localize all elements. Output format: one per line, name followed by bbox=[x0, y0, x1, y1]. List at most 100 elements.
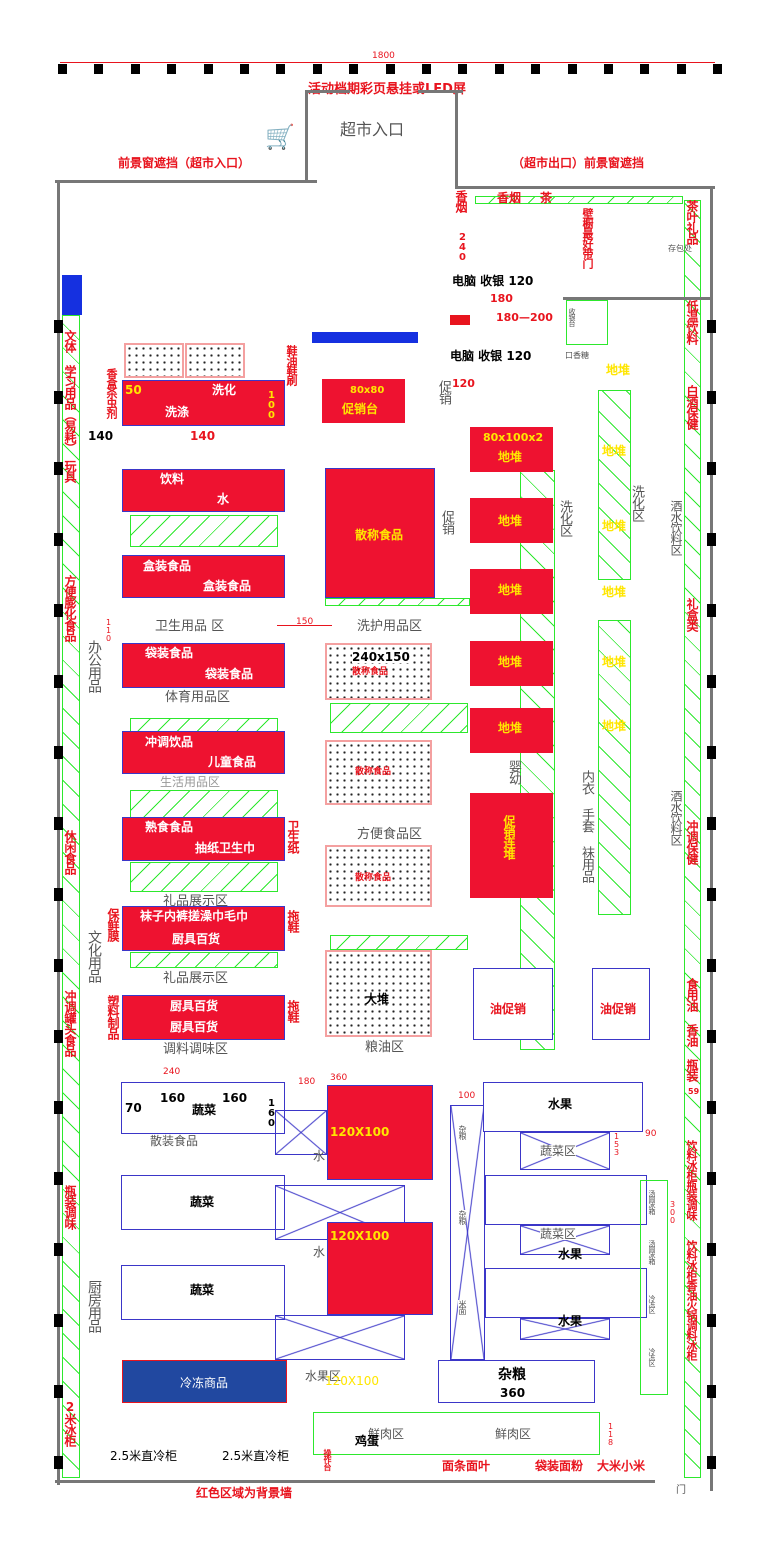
label: 水 bbox=[217, 492, 230, 506]
wall-label: 瓶装调味 bbox=[63, 1185, 77, 1229]
cross-stand bbox=[275, 1315, 405, 1360]
label: 散装食品 bbox=[150, 1134, 199, 1148]
label: 地堆 bbox=[498, 514, 523, 528]
pillar bbox=[707, 675, 716, 688]
front-wall-right bbox=[455, 186, 715, 189]
label: 80x80 bbox=[350, 385, 385, 396]
promo-stack bbox=[470, 793, 553, 898]
label: 袜子内裤搓澡巾毛巾 bbox=[140, 909, 249, 923]
green-shelf-column bbox=[598, 620, 631, 915]
dimension-label: 50 bbox=[125, 383, 142, 397]
label: 壁橱最好带门 bbox=[581, 208, 594, 268]
water-stack bbox=[327, 1085, 433, 1180]
label: 香烟 bbox=[454, 190, 468, 212]
dump-bin bbox=[325, 950, 432, 1037]
pillar bbox=[707, 1030, 716, 1043]
label: 汤圆冰箱 bbox=[648, 1190, 656, 1214]
label: 促销 bbox=[436, 380, 451, 404]
cash-desk bbox=[566, 300, 608, 345]
pillar bbox=[54, 1172, 63, 1185]
label: 蔬菜 bbox=[190, 1283, 215, 1297]
floor-stack bbox=[470, 641, 553, 686]
dimension-label: 100 bbox=[458, 1091, 476, 1101]
pillar bbox=[167, 64, 177, 74]
zone-label: 粮油区 bbox=[365, 1040, 405, 1055]
pillar bbox=[707, 533, 716, 546]
pillar bbox=[707, 888, 716, 901]
label: 蔬菜 bbox=[190, 1195, 215, 1209]
pillar bbox=[707, 1243, 716, 1256]
zone-label: 水果区 bbox=[305, 1369, 342, 1383]
wall-label: 冲调保健 bbox=[685, 820, 699, 864]
label: 冷冻区 bbox=[648, 1295, 656, 1313]
label: 地堆 bbox=[606, 363, 631, 377]
label: 面条面叶 bbox=[442, 1459, 491, 1473]
pillar bbox=[567, 64, 577, 74]
entrance-wall bbox=[305, 90, 308, 182]
oil-promo-stand bbox=[473, 968, 553, 1040]
dimension-label: 300 bbox=[668, 1200, 677, 1224]
label: 鲜肉区 bbox=[495, 1427, 532, 1441]
label: 存包处 bbox=[668, 244, 692, 253]
veg-shelf bbox=[121, 1265, 285, 1320]
label: 鸡蛋 bbox=[355, 1434, 380, 1448]
bulk-food-stand bbox=[325, 468, 435, 598]
back-wall bbox=[55, 1480, 655, 1483]
wall-label: 冲调罐头食品 bbox=[63, 990, 77, 1056]
label: 120X100 bbox=[330, 1125, 390, 1139]
label: 米面 bbox=[458, 1300, 467, 1314]
pillar bbox=[531, 64, 541, 74]
label: 大堆 bbox=[365, 992, 390, 1006]
entrance-wall bbox=[455, 90, 458, 188]
label: 地堆 bbox=[602, 444, 627, 458]
pillar bbox=[422, 64, 431, 74]
shelf-kitchenware bbox=[122, 995, 285, 1040]
label: 冲调饮品 bbox=[145, 735, 194, 749]
label: 80x100x2 bbox=[483, 431, 544, 444]
label: 杂粮 bbox=[458, 1125, 467, 1139]
green-shelf bbox=[130, 718, 278, 732]
label: 茶 bbox=[540, 191, 553, 205]
floor-stack bbox=[470, 498, 553, 543]
oil-promo-stand bbox=[592, 968, 650, 1040]
label: 散称食品 bbox=[352, 667, 389, 677]
left-wall bbox=[57, 180, 60, 1485]
label: 香烟 bbox=[497, 191, 522, 205]
green-shelf-column bbox=[598, 390, 631, 580]
pillar bbox=[707, 604, 716, 617]
dimension-line bbox=[277, 625, 332, 626]
wall-label: 休闲食品 bbox=[63, 830, 77, 874]
label: 促销台 bbox=[342, 402, 379, 416]
label: 袋装食品 bbox=[205, 667, 254, 681]
background-wall-note: 红色区域为背景墙 bbox=[196, 1486, 293, 1500]
floor-stack bbox=[470, 427, 553, 472]
veg-shelf bbox=[121, 1175, 285, 1230]
pillar bbox=[54, 888, 63, 901]
label: 水果 bbox=[548, 1097, 573, 1111]
wall-label: 茶叶礼品 bbox=[685, 200, 699, 244]
zone-label: 体育用品区 bbox=[165, 690, 231, 705]
water-stack bbox=[327, 1222, 433, 1315]
label: 厨具百货 bbox=[172, 932, 221, 946]
zone-label: 酒水饮料区 bbox=[669, 790, 683, 845]
shelf-bagged-food bbox=[122, 643, 285, 688]
cart-icon: 🛒 bbox=[265, 123, 295, 151]
dimension-label: 150 bbox=[296, 617, 314, 627]
label: 蔬菜 bbox=[192, 1103, 217, 1117]
label: 保鲜膜 bbox=[106, 908, 120, 941]
pillar bbox=[494, 64, 504, 74]
pillar bbox=[54, 1101, 63, 1114]
green-shelf bbox=[330, 703, 468, 733]
dump-bin bbox=[325, 740, 432, 805]
zone-label: 礼品展示区 bbox=[163, 894, 229, 909]
meat-counter bbox=[313, 1412, 600, 1455]
pillar bbox=[54, 817, 63, 830]
label: 地堆 bbox=[602, 519, 627, 533]
label: 袋装食品 bbox=[145, 646, 194, 660]
zone-label: 方便食品区 bbox=[357, 827, 423, 842]
label: 操作台 bbox=[323, 1449, 332, 1470]
shelf-deli bbox=[122, 817, 285, 861]
label: 散称食品 bbox=[355, 767, 392, 777]
wall-shelf-left bbox=[62, 315, 80, 1478]
label: 香盒杀虫剂 bbox=[105, 368, 118, 418]
